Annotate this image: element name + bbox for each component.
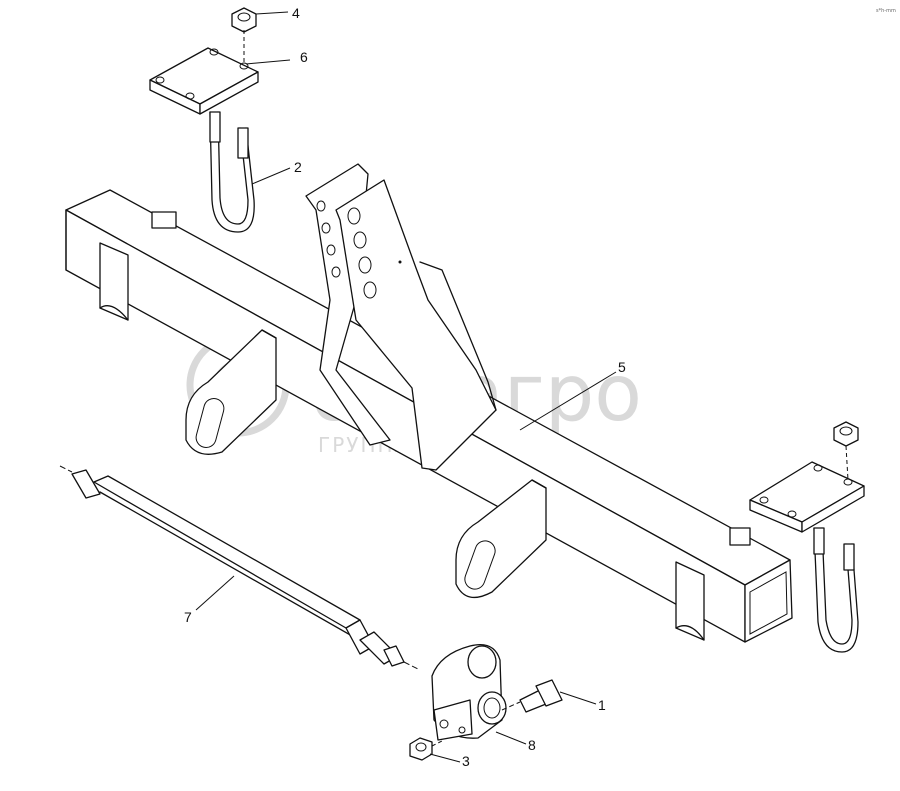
callout-1: 1	[598, 697, 606, 713]
callout-5: 5	[618, 359, 626, 375]
u-bolt-right	[813, 527, 859, 653]
callout-6: 6	[300, 49, 308, 65]
hitch-holes	[316, 200, 402, 299]
nut-right	[833, 421, 859, 447]
callouts: 1 2 3 4 5 6 7 8	[184, 5, 626, 769]
nut-3	[409, 737, 461, 763]
bolt-1	[501, 679, 597, 713]
u-bolt-2	[209, 111, 291, 233]
clamp-plate-6	[149, 30, 291, 115]
callout-8: 8	[528, 737, 536, 753]
callout-3: 3	[462, 753, 470, 769]
clamp-plate-right	[749, 445, 865, 533]
hitch-plates	[305, 163, 497, 471]
callout-2: 2	[294, 159, 302, 175]
callout-7: 7	[184, 609, 192, 625]
leader-5	[519, 371, 617, 431]
callout-4: 4	[292, 5, 300, 21]
right-lug	[455, 479, 547, 599]
corner-mark: s*h-mm	[876, 8, 896, 14]
clamp-bracket-8	[431, 643, 527, 745]
nut-4	[231, 7, 289, 33]
shaft-7	[59, 465, 421, 671]
left-lug	[185, 329, 277, 455]
